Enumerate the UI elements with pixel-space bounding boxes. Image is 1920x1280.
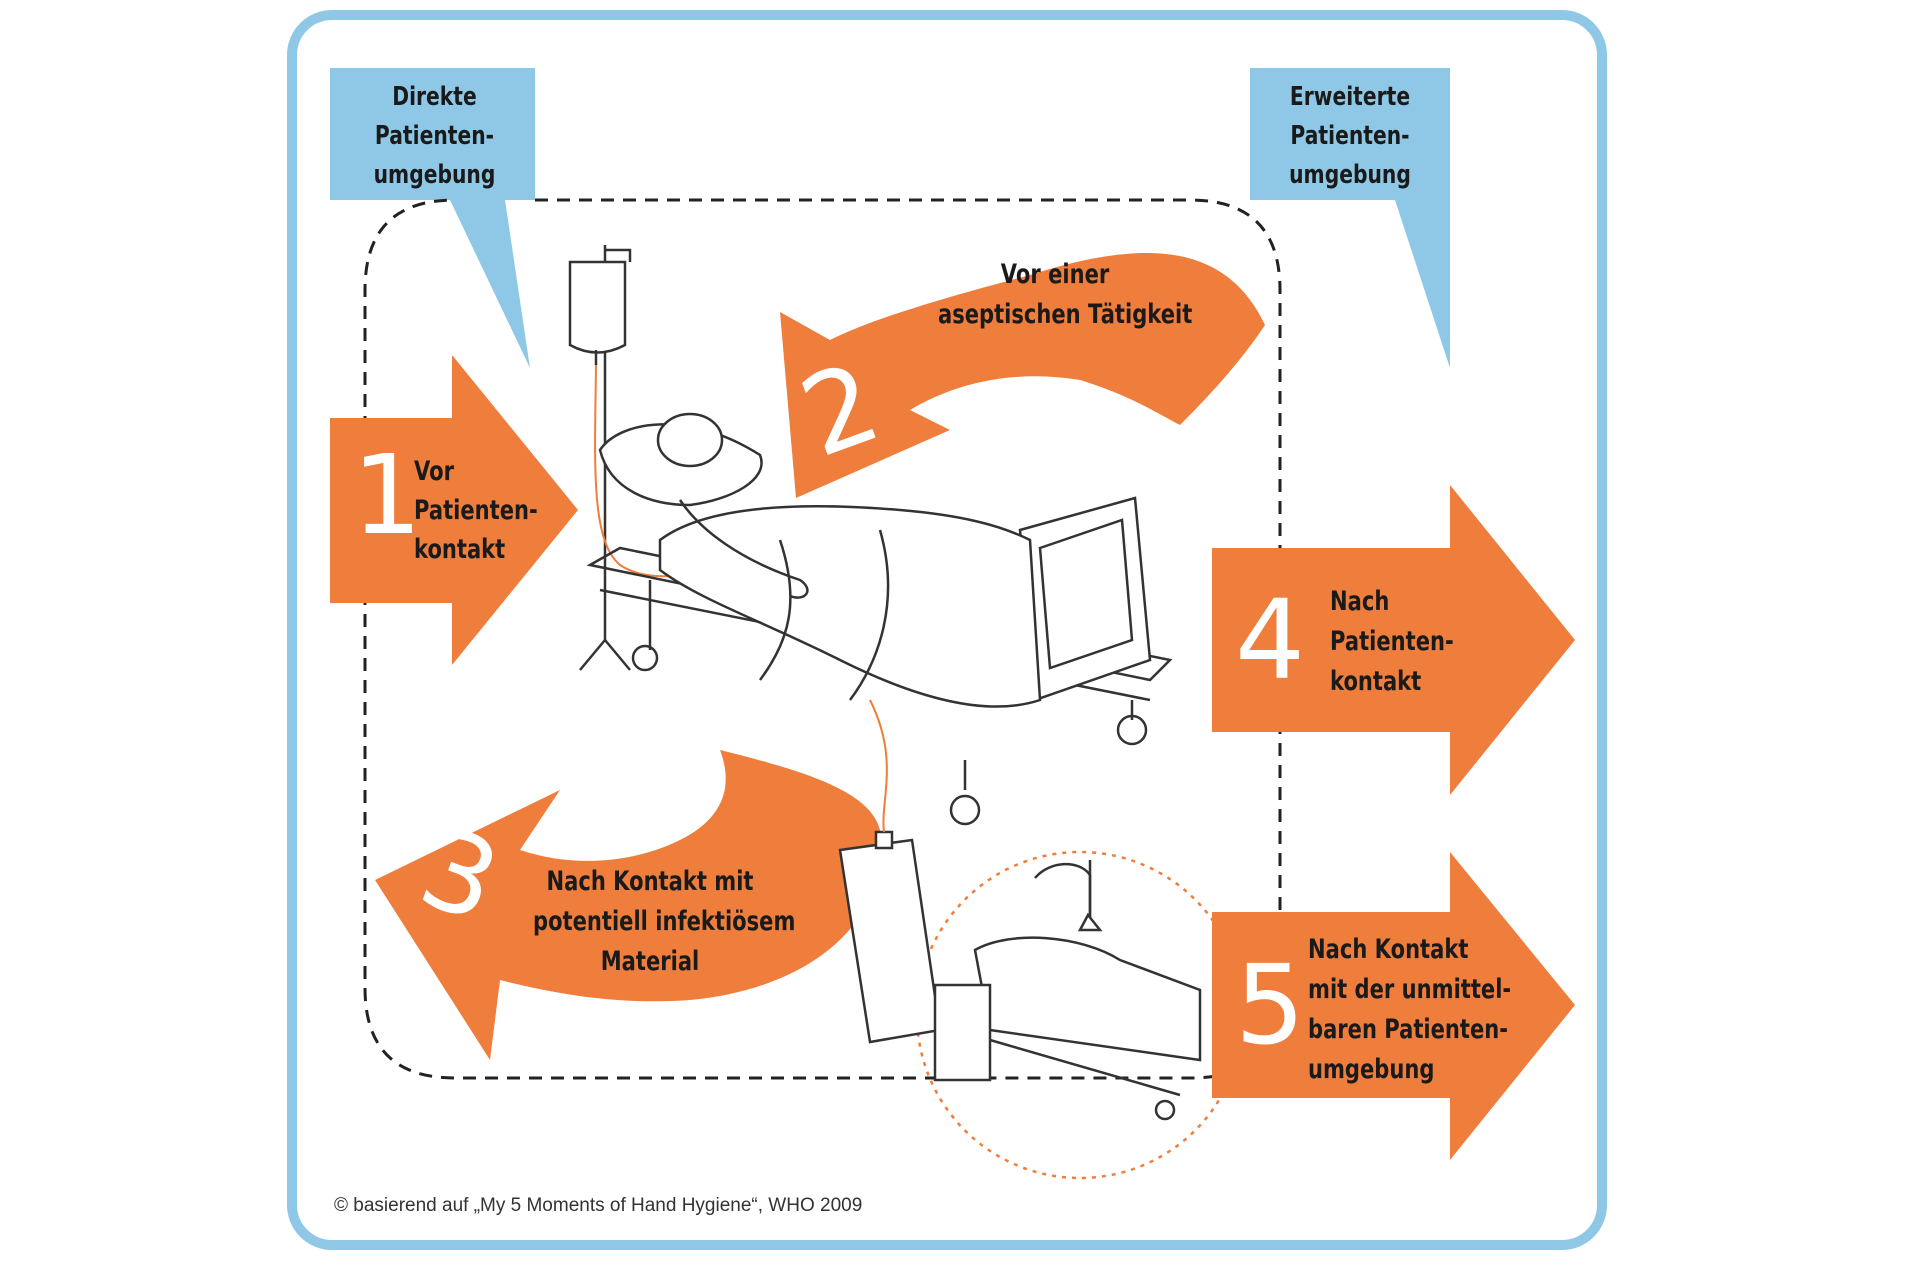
moment-3-line-3: Material <box>600 946 700 977</box>
extended-zone-line-2: Patienten- <box>1290 121 1410 151</box>
moment-4-line-2: Patienten- <box>1330 626 1454 657</box>
moment-5-label: Nach Kontakt mit der unmittel- baren Pat… <box>1308 930 1511 1090</box>
moment-5-line-3: baren Patienten- <box>1308 1014 1509 1045</box>
moment-1-line-3: kontakt <box>414 534 506 565</box>
moment-3-line-1: Nach Kontakt mit <box>546 866 754 897</box>
drainage-tube <box>869 699 888 833</box>
credit-line: © basierend auf „My 5 Moments of Hand Hy… <box>334 1195 863 1216</box>
direct-zone-boundary <box>363 198 1282 1080</box>
moment-4-line-3: kontakt <box>1330 666 1422 697</box>
moment-4-number: 4 <box>1235 576 1305 704</box>
arrow-moment-2 <box>780 252 1265 498</box>
moment-5-number: 5 <box>1235 941 1305 1069</box>
extended-zone-label: Erweiterte Patienten- umgebung <box>1265 78 1435 195</box>
surroundings-bed-sketch <box>933 860 1202 1121</box>
moment-4-label: Nach Patienten- kontakt <box>1330 582 1454 702</box>
direct-zone-label: Direkte Patienten- umgebung <box>352 78 517 195</box>
arrow-moment-1 <box>330 355 578 665</box>
callout-extended-zone <box>1250 68 1450 368</box>
moment-2-label: Vor einer aseptischen Tätigkeit <box>905 255 1205 335</box>
moment-1-line-1: Vor <box>414 456 455 487</box>
moment-3-label: Nach Kontakt mit potentiell infektiösem … <box>500 862 800 982</box>
moment-2-line-1: Vor einer <box>1000 259 1110 290</box>
moment-2-line-2: aseptischen Tätigkeit <box>938 299 1193 330</box>
direct-zone-line-2: Patienten- <box>374 121 495 151</box>
moment-1-label: Vor Patienten- kontakt <box>414 452 538 569</box>
bed-sketch <box>586 412 1173 826</box>
extended-zone-line-3: umgebung <box>1289 160 1411 190</box>
arrow-moment-3 <box>375 750 881 1060</box>
moment-4-line-1: Nach <box>1330 586 1390 617</box>
moment-5-line-2: mit der unmittel- <box>1308 974 1512 1005</box>
arrow-moment-5 <box>1212 852 1575 1160</box>
moment-1-number: 1 <box>352 431 422 559</box>
moment-1-line-2: Patienten- <box>414 495 538 526</box>
direct-zone-line-3: umgebung <box>373 160 496 190</box>
moment-3-line-2: potentiell infektiösem <box>533 906 796 937</box>
moment-5-line-4: umgebung <box>1308 1054 1435 1085</box>
extended-zone-line-1: Erweiterte <box>1289 82 1411 112</box>
direct-zone-line-1: Direkte <box>392 82 477 112</box>
callout-direct-zone <box>330 68 535 368</box>
arrow-moment-4 <box>1212 485 1575 795</box>
moment-5-line-1: Nach Kontakt <box>1308 934 1469 965</box>
